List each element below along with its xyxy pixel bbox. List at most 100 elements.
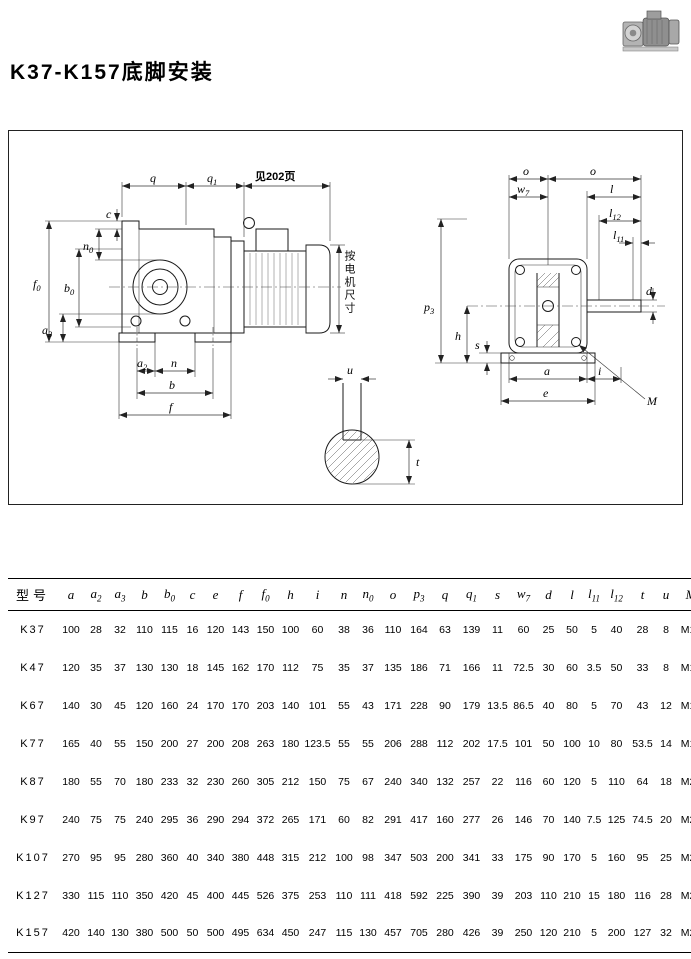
value-cell: 45	[186, 889, 199, 902]
drawing-frame: q q1 见202页 c n0 b0 f0 a3 a2 n b f	[8, 130, 683, 505]
value-cell: 233	[160, 775, 179, 788]
value-cell: 74.5	[632, 813, 653, 826]
value-cell: 60	[311, 623, 324, 636]
value-cell: 32	[186, 775, 199, 788]
value-cell: 60	[517, 623, 530, 636]
value-cell: 37	[362, 661, 374, 674]
value-cell: 130	[359, 927, 377, 940]
value-cell: 115	[87, 889, 105, 902]
value-cell: 171	[384, 699, 402, 712]
value-cell: 70	[610, 699, 623, 712]
value-cell: 380	[135, 927, 154, 940]
value-cell: 180	[281, 737, 300, 750]
value-cell: 291	[384, 813, 402, 826]
value-cell: 143	[231, 623, 250, 636]
column-header: q	[441, 586, 449, 602]
value-cell: M16	[680, 699, 691, 712]
dim-label-f: f	[169, 400, 174, 414]
value-cell: 5	[591, 775, 597, 788]
column-header: l	[570, 586, 574, 602]
value-cell: 350	[135, 889, 154, 902]
value-cell: 170	[231, 699, 250, 712]
value-cell: 5	[591, 699, 597, 712]
dim-label-n0: n0	[83, 239, 94, 255]
column-header: e	[212, 586, 219, 602]
product-photo	[622, 10, 680, 52]
dim-label-t: t	[416, 455, 420, 469]
value-cell: 150	[256, 623, 275, 636]
dim-label-a2: a2	[137, 356, 148, 372]
value-cell: 25	[542, 623, 555, 636]
value-cell: 36	[362, 623, 374, 636]
value-cell: 53.5	[632, 737, 653, 750]
dim-label-i: i	[598, 364, 601, 378]
column-header: p3	[413, 585, 425, 604]
value-cell: M10	[680, 623, 691, 636]
value-cell: 40	[610, 623, 623, 636]
value-cell: 75	[311, 661, 324, 674]
column-header: M	[676, 579, 691, 611]
value-cell: 5	[591, 623, 597, 636]
value-cell: 260	[231, 775, 250, 788]
model-cell: K107	[16, 851, 50, 864]
value-cell: 39	[491, 927, 504, 940]
value-cell: 8	[663, 623, 669, 636]
column-header: c	[189, 586, 196, 602]
value-cell: 32	[114, 623, 126, 636]
value-cell: 203	[256, 699, 275, 712]
value-cell: 45	[114, 699, 126, 712]
value-cell: 170	[256, 661, 275, 674]
dim-label-M: M	[646, 394, 658, 408]
value-cell: 253	[308, 889, 327, 902]
value-cell: M20	[680, 775, 691, 788]
value-cell: 160	[160, 699, 179, 712]
value-cell: 500	[206, 927, 225, 940]
column-header: l12	[610, 585, 623, 604]
value-cell: 15	[588, 889, 600, 902]
value-cell: M16	[680, 737, 691, 750]
value-cell: 28	[660, 889, 672, 902]
value-cell: 36	[186, 813, 199, 826]
value-cell: 100	[62, 623, 80, 636]
value-cell: 592	[410, 889, 428, 902]
column-header: u	[662, 586, 670, 602]
value-cell: 11	[492, 661, 503, 674]
dim-label-e: e	[543, 386, 549, 400]
dim-label-b: b	[169, 378, 175, 392]
value-cell: 360	[160, 851, 179, 864]
value-cell: 75	[114, 813, 126, 826]
dim-label-a3: a3	[42, 323, 52, 339]
page-title: K37-K157底脚安装	[10, 61, 214, 84]
dim-label-w7: w7	[517, 182, 530, 198]
value-cell: 75	[338, 775, 350, 788]
value-cell: 270	[62, 851, 80, 864]
value-cell: 145	[206, 661, 225, 674]
dim-label-b0: b0	[64, 281, 75, 297]
value-cell: 315	[281, 851, 300, 864]
value-cell: 35	[90, 661, 102, 674]
value-cell: 20	[660, 813, 672, 826]
value-cell: 634	[256, 927, 275, 940]
value-cell: 70	[542, 813, 555, 826]
value-cell: 110	[608, 775, 625, 788]
column-header: f	[238, 586, 243, 602]
value-cell: 372	[256, 813, 275, 826]
value-cell: 135	[384, 661, 402, 674]
value-cell: 257	[462, 775, 481, 788]
model-cell: K67	[20, 699, 46, 712]
value-cell: 180	[135, 775, 154, 788]
value-cell: 100	[335, 851, 353, 864]
dim-label-q: q	[150, 171, 156, 185]
column-header: b	[141, 586, 148, 602]
value-cell: M20	[680, 813, 691, 826]
value-cell: 67	[362, 775, 374, 788]
value-cell: 100	[563, 737, 581, 750]
column-header: b0	[164, 585, 175, 604]
value-cell: 265	[281, 813, 300, 826]
dim-label-f0: f0	[33, 277, 41, 293]
value-cell: 100	[281, 623, 300, 636]
dim-label-o-right: o	[590, 164, 596, 178]
value-cell: 400	[206, 889, 225, 902]
